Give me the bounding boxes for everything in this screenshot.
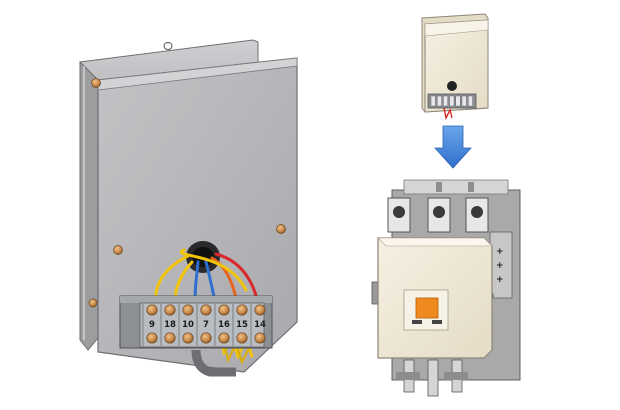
terminal-label: 16 [218,320,230,330]
terminal-label: 18 [164,320,176,330]
terminal-screw [182,304,194,316]
terminal-screw [254,304,266,316]
small-terminal-cell [461,95,467,107]
terminal-screw [182,332,194,344]
small-terminal-cell [437,95,442,107]
terminal-screw [164,332,176,344]
cover-screw [113,245,123,255]
terminal-label: 9 [149,320,155,330]
small-terminal-cell [455,95,461,107]
terminal-screw [236,332,248,344]
terminal-screw [200,304,212,316]
small-terminal-cell [430,95,436,107]
line-terminals [387,197,489,233]
small-terminal-cell [449,95,455,107]
terminal-screw [200,332,212,344]
aux-mark: + [496,261,504,271]
terminal-screw [218,332,230,344]
cover-screw [276,224,286,234]
terminal-screw [218,304,230,316]
terminal-label: 7 [203,320,209,330]
terminal-label: 15 [236,320,248,330]
terminal-screw [236,304,248,316]
aux-mark: + [496,247,504,257]
terminal-screw [146,304,158,316]
terminal-screw [164,304,176,316]
terminal-cover-small [421,13,489,121]
small-terminal-cell [443,95,448,107]
cover-screw [91,78,101,88]
small-terminal-cell [468,95,473,107]
terminal-label: 14 [254,320,266,330]
terminal-cover-large: 9 18 10 7 16 15 14 [79,39,298,377]
contactor-indicator [415,297,439,319]
load-terminals [396,359,468,397]
contactor: + + + [371,179,521,397]
aux-mark: + [496,275,504,285]
cover-left-side [79,60,99,351]
terminal-block: 9 18 10 7 16 15 14 [119,295,273,349]
terminal-screw [254,332,266,344]
terminal-label: 10 [182,320,194,330]
arrow-down-icon [434,125,472,169]
cover-screw [88,298,98,308]
terminal-screw [146,332,158,344]
mounting-hole [163,42,173,50]
